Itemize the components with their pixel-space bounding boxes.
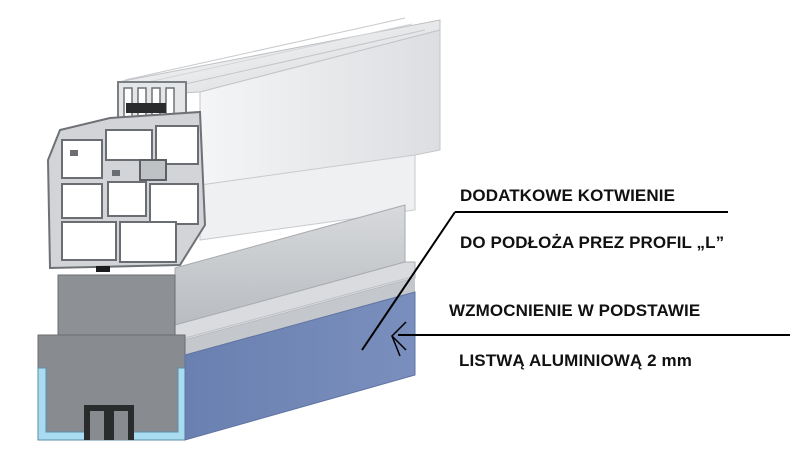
reinforcement-label-line1: WZMOCNIENIE W PODSTAWIE	[449, 301, 701, 320]
leader-lines	[361, 211, 790, 357]
base-profile	[37, 274, 186, 441]
anchoring-leader-diagonal	[361, 211, 456, 351]
anchoring-label-line2: DO PODŁOŻA PREZ PROFIL „L”	[460, 233, 725, 252]
frame-profile	[174, 204, 416, 355]
profile-cross-section	[46, 110, 207, 272]
sash-profile	[117, 17, 441, 241]
anchoring-label-line1: DODATKOWE KOTWIENIE	[460, 186, 676, 205]
reinforcement-label-line2: LISTWĄ ALUMINIOWĄ 2 mm	[459, 351, 692, 370]
aluminium-reinforcement-strip	[184, 291, 416, 441]
